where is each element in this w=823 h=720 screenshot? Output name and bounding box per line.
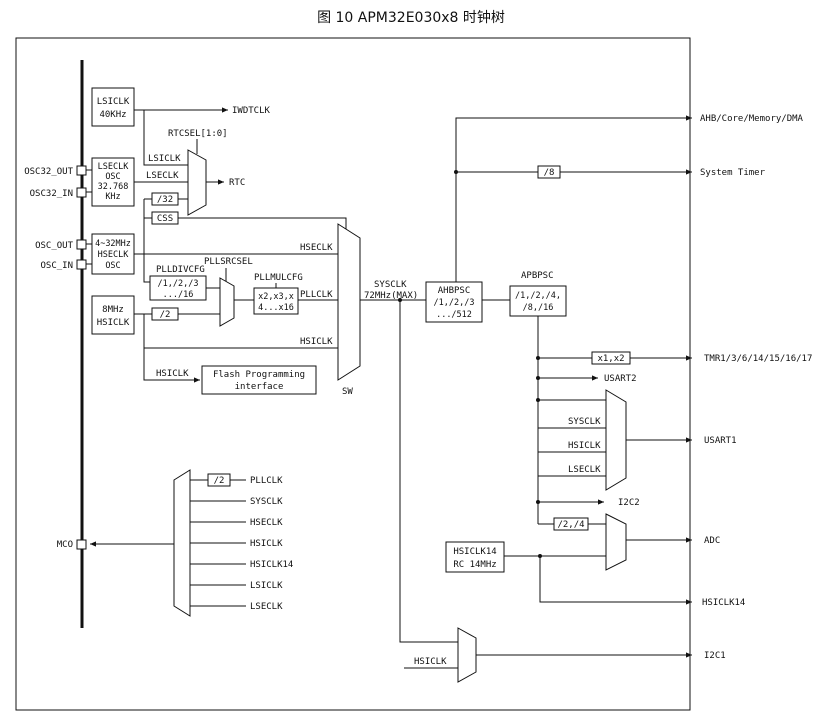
hsiclk-sw-label: HSICLK — [300, 337, 333, 347]
lsiclk-box — [91, 87, 135, 127]
hsi-box-line1: 8MHz — [102, 305, 124, 315]
hsi14-line2: RC 14MHz — [453, 560, 496, 570]
mco-lsiclk-label: LSICLK — [250, 581, 283, 591]
x1x2-text: x1,x2 — [597, 354, 624, 364]
flash-line1: Flash Programming — [213, 370, 305, 380]
hsi-div2-text: /2 — [160, 310, 171, 320]
hse-box — [91, 233, 135, 275]
figure-title: 图 10 APM32E030x8 时钟树 — [317, 9, 505, 26]
rtc-label: RTC — [229, 178, 245, 188]
lseclk-box-line2: OSC — [105, 172, 120, 182]
ahbpsc-line1: /1,/2,/3 — [434, 298, 475, 308]
apbpsc-title: APBPSC — [521, 271, 554, 281]
systimer-label: System Timer — [700, 168, 766, 178]
lsiclk-box-line2: 40KHz — [99, 110, 126, 120]
hsiclk-flash-label: HSICLK — [156, 369, 189, 379]
pllmul-box — [253, 287, 299, 315]
u-lseclk-label: LSECLK — [568, 465, 601, 475]
i2c1-hsiclk-label: HSICLK — [414, 657, 447, 667]
pllmulcfg-label: PLLMULCFG — [254, 273, 303, 283]
lseclk-in-label: LSECLK — [146, 171, 179, 181]
mco-label: MCO — [57, 540, 73, 550]
mco-lseclk-label: LSECLK — [250, 602, 283, 612]
pllsrc-mux — [219, 277, 235, 327]
plldivcfg-label: PLLDIVCFG — [156, 265, 205, 275]
lseclk-box-line4: KHz — [105, 192, 120, 202]
ahb-out-label: AHB/Core/Memory/DMA — [700, 114, 804, 124]
rtcsel-label: RTCSEL[1:0] — [168, 129, 228, 139]
mco-hsiclk-label: HSICLK — [250, 539, 283, 549]
u-sysclk-label: SYSCLK — [568, 417, 601, 427]
lsiclk-in-label: LSICLK — [148, 154, 181, 164]
osc-in-pin — [76, 259, 87, 270]
sw-label: SW — [342, 387, 353, 397]
mco-pin — [76, 539, 87, 550]
osc32-in-pin — [76, 187, 87, 198]
ahbpsc-title: AHBPSC — [438, 286, 471, 296]
osc32-out-pin — [76, 165, 87, 176]
usart2-label: USART2 — [604, 374, 637, 384]
adc-mux — [605, 513, 627, 571]
sw-mux — [337, 223, 361, 381]
hse-box-line1: 4~32MHz — [95, 239, 131, 249]
osc32-in-label: OSC32_IN — [30, 189, 73, 199]
i2c1-mux — [457, 627, 477, 683]
mco-sysclk-label: SYSCLK — [250, 497, 283, 507]
hsi14-line1: HSICLK14 — [453, 547, 496, 557]
div24-text: /2,/4 — [557, 520, 584, 530]
u-hsiclk-label: HSICLK — [568, 441, 601, 451]
lseclk-box-line3: 32.768 — [98, 182, 129, 192]
flash-box — [201, 365, 317, 395]
outer-frame — [15, 37, 691, 711]
osc-out-pin — [76, 239, 87, 250]
mco-div2-text: /2 — [214, 476, 225, 486]
div8-text: /8 — [544, 168, 555, 178]
lsi-to-rtcmux — [143, 110, 188, 166]
usart1-label: USART1 — [704, 436, 737, 446]
rtc-mux — [187, 149, 207, 216]
plldiv-box — [149, 275, 207, 301]
pllmul-line1: x2,x3,x — [258, 292, 294, 302]
hsi14-box — [445, 541, 505, 573]
tmr-label: TMR1/3/6/14/15/16/17 — [704, 354, 812, 364]
ahbpsc-box — [425, 281, 483, 323]
lseclk-box — [91, 157, 135, 207]
sysclk-max-label: 72MHz(MAX) — [364, 291, 418, 301]
lseclk-box-line1: LSECLK — [98, 162, 130, 172]
apbpsc-line2: /8,/16 — [523, 303, 554, 313]
plldiv-line1: /1,/2,/3 — [158, 279, 199, 289]
hse-box-line2: HSECLK — [98, 250, 130, 260]
apbpsc-line1: /1,/2,/4, — [515, 291, 561, 301]
hsiclk14-out-label: HSICLK14 — [702, 598, 745, 608]
iwdtclk-label: IWDTCLK — [232, 106, 271, 116]
hsi-box — [91, 295, 135, 335]
pllclk-label: PLLCLK — [300, 290, 333, 300]
osc32-out-label: OSC32_OUT — [24, 167, 73, 177]
osc-in-label: OSC_IN — [40, 261, 73, 271]
hse-box-line3: OSC — [105, 261, 120, 271]
adc-label: ADC — [704, 536, 720, 546]
mco-hseclk-label: HSECLK — [250, 518, 283, 528]
flash-line2: interface — [235, 382, 284, 392]
usart1-mux — [605, 389, 627, 491]
lsiclk-box-line1: LSICLK — [97, 97, 130, 107]
plldiv-line2: .../16 — [163, 290, 194, 300]
mco-mux — [173, 469, 191, 617]
hseclk-label: HSECLK — [300, 243, 333, 253]
apbpsc-box — [509, 285, 567, 317]
ahbpsc-line2: .../512 — [436, 310, 472, 320]
ahb-out-line — [455, 115, 692, 282]
pllmul-line2: 4...x16 — [258, 303, 294, 313]
hsi-box-line2: HSICLK — [97, 318, 130, 328]
i2c2-label: I2C2 — [618, 498, 640, 508]
div32-text: /32 — [157, 195, 173, 205]
pllsrcsel-label: PLLSRCSEL — [204, 257, 253, 267]
i2c1-label: I2C1 — [704, 651, 726, 661]
sysclk-label: SYSCLK — [374, 280, 407, 290]
osc-out-label: OSC_OUT — [35, 241, 74, 251]
mco-pllclk-label: PLLCLK — [250, 476, 283, 486]
mco-hsiclk14-label: HSICLK14 — [250, 560, 293, 570]
css-text: CSS — [157, 214, 173, 224]
